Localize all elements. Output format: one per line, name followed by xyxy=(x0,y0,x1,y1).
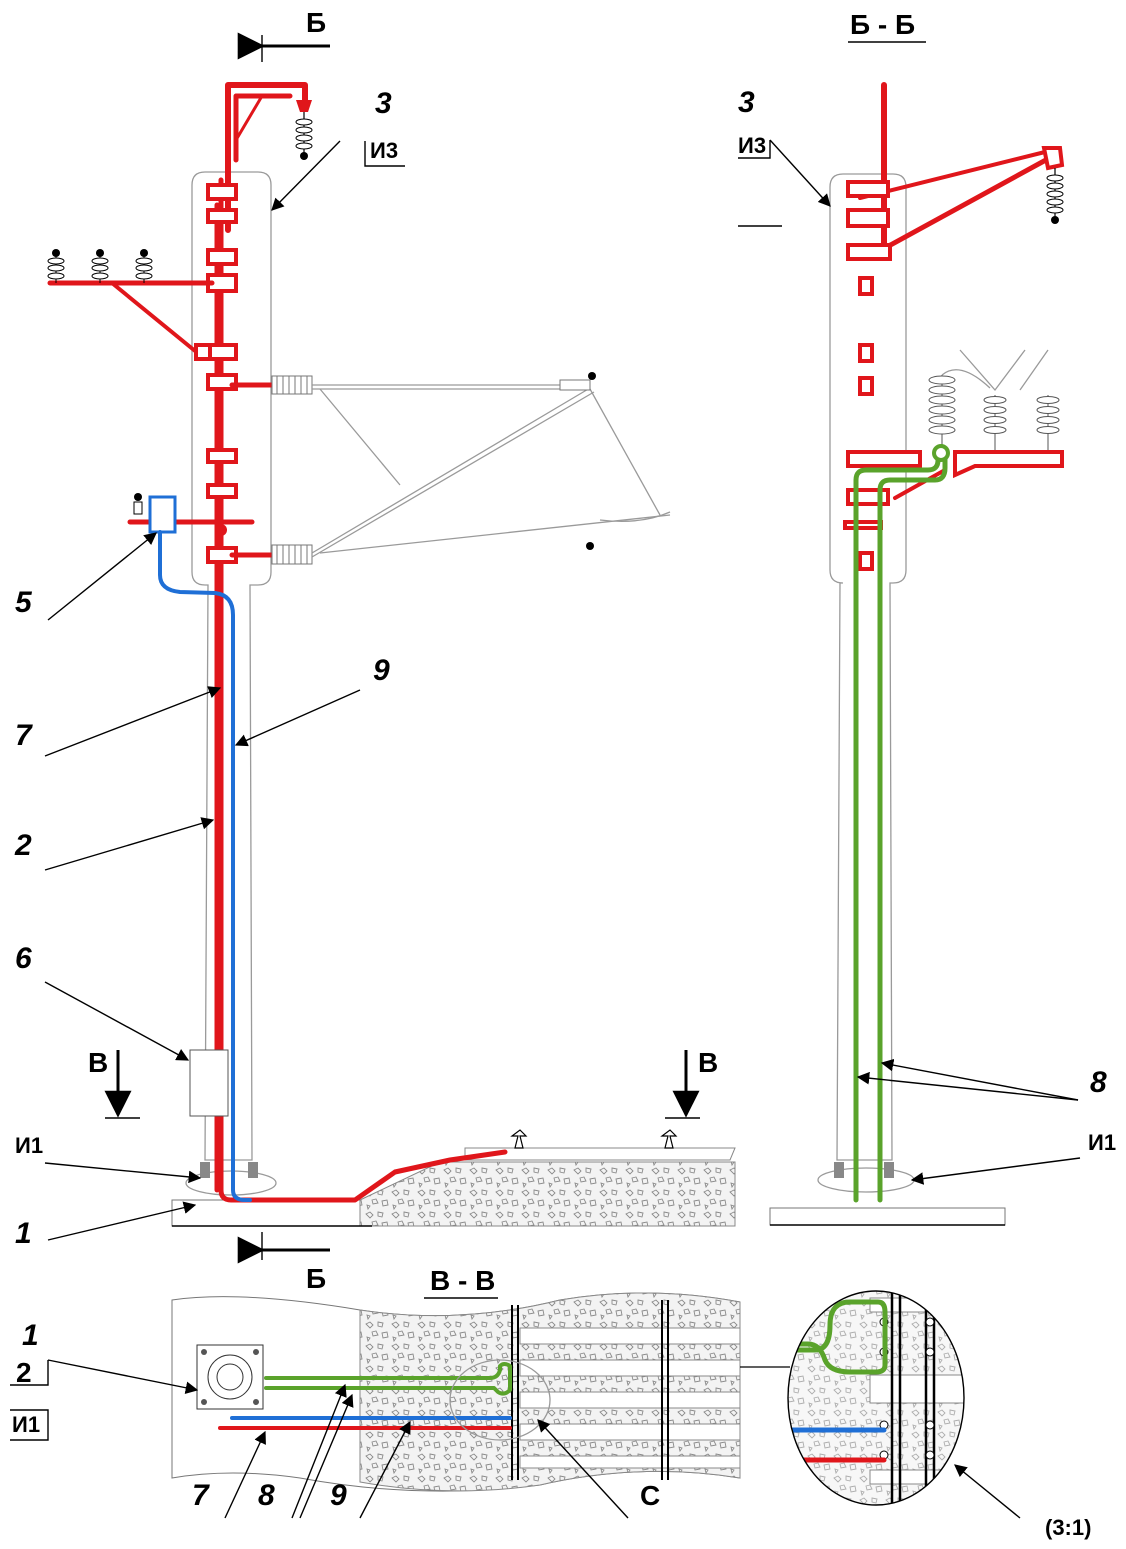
disconnector-box xyxy=(189,1049,229,1117)
callout-7: 7 xyxy=(15,719,33,752)
cantilever xyxy=(229,372,671,565)
plan-callout-i1: И1 xyxy=(12,1412,40,1437)
anchor-bolt-left-2 xyxy=(248,1162,258,1178)
pole-outline-left xyxy=(191,171,272,1161)
section-v-left: В xyxy=(88,1047,108,1078)
callout-3-right: 3 xyxy=(738,86,755,119)
top-insulator xyxy=(295,100,313,160)
cable-blue xyxy=(158,530,252,1202)
embankment-ballast xyxy=(359,1161,736,1227)
detail-circle-c xyxy=(787,1290,965,1506)
junction-box-blue xyxy=(148,495,177,534)
plan-callout-7: 7 xyxy=(192,1479,210,1512)
side-section-b-b: Б - Б xyxy=(738,9,1116,1226)
plan-callout-9: 9 xyxy=(330,1479,347,1512)
callout-6: 6 xyxy=(15,942,32,975)
rail-right-front xyxy=(660,1129,678,1149)
callout-i1-left: И1 xyxy=(15,1133,43,1158)
rail-left-front xyxy=(510,1129,528,1149)
callout-i3-right: И3 xyxy=(738,133,766,158)
ground-slab-left xyxy=(171,1199,373,1227)
section-b-b-title: Б - Б xyxy=(850,9,915,40)
callout-5: 5 xyxy=(15,586,33,619)
front-elevation: Б 3 И3 5 9 7 2 6 В В И1 1 Б xyxy=(14,7,736,1294)
plan-callout-8: 8 xyxy=(258,1479,275,1512)
callout-2: 2 xyxy=(14,829,32,862)
callout-9: 9 xyxy=(373,654,390,687)
section-b-bottom: Б xyxy=(306,1263,326,1294)
plan-callout-2: 2 xyxy=(16,1357,32,1388)
plan-section-v-v: В - В xyxy=(10,1265,1091,1540)
section-b-top: Б xyxy=(306,7,326,38)
callout-i3-left: И3 xyxy=(370,138,398,163)
scale-label: (3:1) xyxy=(1045,1515,1091,1540)
callout-3-left: 3 xyxy=(375,87,392,120)
anchor-bolt-left-1 xyxy=(200,1162,210,1178)
callout-1: 1 xyxy=(15,1217,32,1250)
section-v-right: В xyxy=(698,1047,718,1078)
lamp xyxy=(133,493,143,515)
conductor-green xyxy=(853,449,941,1203)
callout-i1-right: И1 xyxy=(1088,1130,1116,1155)
grounding-conductor-red xyxy=(218,177,508,1203)
detail-label-c: С xyxy=(640,1480,660,1511)
sleeper-line xyxy=(464,1147,736,1161)
top-bracket xyxy=(225,82,308,233)
plan-callout-1: 1 xyxy=(22,1319,39,1352)
callout-8: 8 xyxy=(1090,1066,1107,1099)
section-v-v-title: В - В xyxy=(430,1265,495,1296)
feeder-crossarm xyxy=(47,249,215,361)
